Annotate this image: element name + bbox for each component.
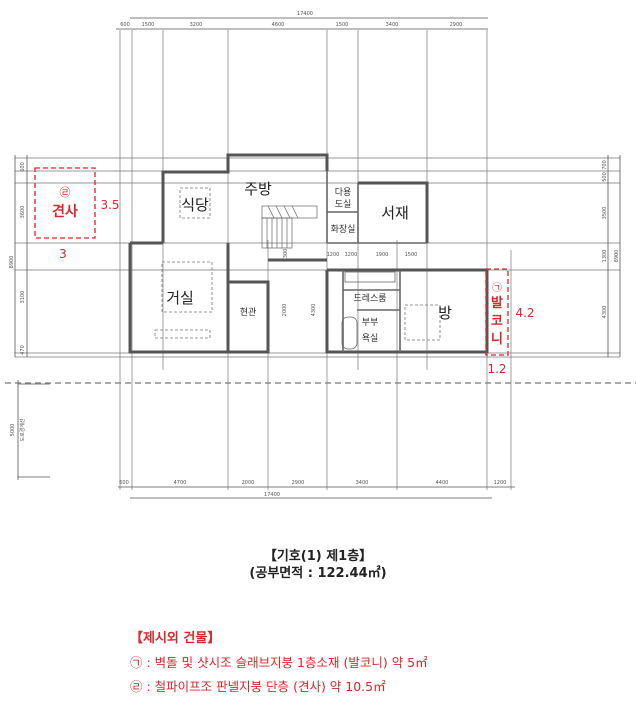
building-walls <box>128 153 489 354</box>
kennel-width: 3 <box>59 247 67 261</box>
room-living-label: 거실 <box>166 289 194 307</box>
room-utility-label-1: 다용 <box>335 187 352 198</box>
svg-text:2000: 2000 <box>282 304 288 317</box>
bottom-dimension-line <box>118 486 515 499</box>
svg-text:니: 니 <box>491 332 503 347</box>
room-utility-label-2: 도실 <box>335 199 352 210</box>
left-dimension-line <box>14 155 50 480</box>
svg-text:600: 600 <box>20 162 26 172</box>
svg-text:2900: 2900 <box>450 22 463 28</box>
grid-lines <box>15 30 620 490</box>
svg-text:1500: 1500 <box>336 22 349 28</box>
svg-text:코: 코 <box>491 314 503 329</box>
legend-item-balcony: ㉠ : 벽돌 및 샷시조 슬래브지붕 1층소재 (발코니) 약 5㎡ <box>130 655 428 670</box>
svg-text:17400: 17400 <box>264 492 280 498</box>
floor-plan: 17400 600 1500 3200 4600 1500 3400 2900 … <box>5 11 636 499</box>
room-toilet-label: 화장실 <box>331 224 356 235</box>
room-entrance-label: 현관 <box>240 307 257 318</box>
legend-heading: 【제시외 건물】 <box>130 631 221 646</box>
svg-text:3400: 3400 <box>386 22 399 28</box>
svg-text:3600: 3600 <box>20 206 26 219</box>
closet-rack <box>344 271 396 283</box>
room-bedroom-label: 방 <box>438 304 452 322</box>
room-master-bath-label-1: 부부 <box>362 317 379 328</box>
interior-walls <box>326 171 427 352</box>
room-master-bath-label-2: 욕실 <box>362 333 379 344</box>
svg-text:1300: 1300 <box>283 249 289 262</box>
svg-text:17400: 17400 <box>297 11 313 17</box>
svg-text:600: 600 <box>120 22 130 28</box>
staircase <box>261 205 318 249</box>
svg-text:발: 발 <box>491 295 503 311</box>
svg-text:1200: 1200 <box>494 480 507 486</box>
svg-text:1300: 1300 <box>602 250 608 263</box>
svg-text:3500: 3500 <box>602 207 608 220</box>
svg-text:1200: 1200 <box>327 252 340 258</box>
svg-text:4600: 4600 <box>272 22 285 28</box>
svg-text:3400: 3400 <box>356 480 369 486</box>
room-study-label: 서재 <box>381 204 409 222</box>
svg-text:4400: 4400 <box>436 480 449 486</box>
svg-text:도로경계선: 도로경계선 <box>19 418 26 441</box>
top-dimension-line <box>116 17 488 30</box>
svg-text:470: 470 <box>20 345 26 355</box>
room-kitchen-label: 주방 <box>244 180 272 198</box>
svg-text:4700: 4700 <box>174 480 187 486</box>
furniture-outlines <box>154 187 441 341</box>
balcony-symbol: ㉠ <box>492 282 502 294</box>
kennel-symbol: ㉣ <box>60 186 71 199</box>
kennel-label: 견사 <box>52 203 78 220</box>
svg-text:5000: 5000 <box>10 424 16 437</box>
balcony-width: 1.2 <box>487 362 506 376</box>
plan-title: 【기호(1) 제1층】 <box>263 549 373 564</box>
annex-balcony: ㉠ 발 코 니 4.2 1.2 <box>485 268 535 376</box>
legend-item-kennel: ㉣ : 철파이프조 판넬지붕 단층 (견사) 약 10.5㎡ <box>130 679 386 694</box>
svg-text:4300: 4300 <box>602 306 608 319</box>
svg-text:1500: 1500 <box>405 252 418 258</box>
svg-text:4300: 4300 <box>311 304 317 317</box>
svg-text:8900: 8900 <box>614 250 620 263</box>
room-dressroom-label: 드레스룸 <box>353 293 386 304</box>
svg-text:3100: 3100 <box>20 291 26 304</box>
plan-area: (공부면적 : 122.44㎡) <box>249 566 387 581</box>
svg-text:700: 700 <box>602 160 608 170</box>
svg-text:3200: 3200 <box>190 22 203 28</box>
kennel-depth: 3.5 <box>100 198 119 212</box>
bathtub <box>341 316 358 350</box>
annex-kennel: ㉣ 견사 3.5 3 <box>34 167 120 261</box>
svg-text:500: 500 <box>602 172 608 182</box>
svg-text:2000: 2000 <box>242 480 255 486</box>
svg-text:1200: 1200 <box>345 252 358 258</box>
svg-text:1900: 1900 <box>376 252 389 258</box>
right-dimension-line <box>607 155 621 357</box>
svg-text:600: 600 <box>119 480 129 486</box>
balcony-depth: 4.2 <box>515 306 534 320</box>
annex-legend: 【제시외 건물】 ㉠ : 벽돌 및 샷시조 슬래브지붕 1층소재 (발코니) 약… <box>130 629 428 701</box>
room-dining-label: 식당 <box>181 196 209 214</box>
svg-text:8900: 8900 <box>9 256 15 269</box>
svg-text:2900: 2900 <box>292 480 305 486</box>
svg-text:1500: 1500 <box>142 22 155 28</box>
